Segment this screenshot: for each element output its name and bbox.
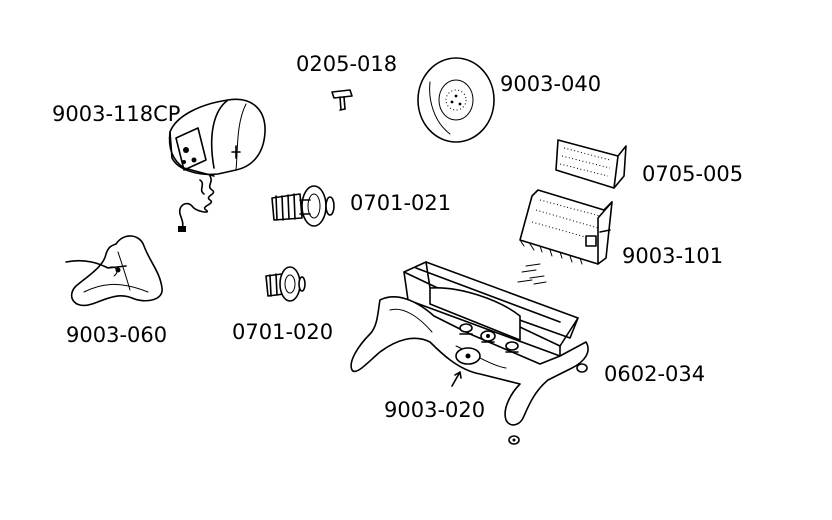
base-drawing — [350, 261, 589, 426]
screws-drawing — [517, 263, 547, 285]
tripod-drawing — [65, 235, 163, 307]
label-plate: 0705-005 — [642, 162, 744, 186]
label-base: 9003-020 — [384, 398, 486, 422]
label-tripod: 9003-060 — [66, 323, 168, 347]
label-motor: 9003-118CP — [52, 102, 181, 126]
foot-drawing — [508, 363, 588, 445]
large-impeller-drawing — [271, 185, 335, 227]
plate-drawing — [555, 139, 627, 189]
disc-drawing — [417, 57, 495, 143]
motor-housing-drawing — [168, 98, 266, 232]
label-large-impeller: 0701-021 — [350, 191, 452, 215]
small-impeller-drawing — [265, 266, 306, 302]
label-box: 9003-101 — [622, 244, 724, 268]
pin-drawing — [331, 89, 353, 111]
label-foot: 0602-034 — [604, 362, 706, 386]
label-pin: 0205-018 — [296, 52, 398, 76]
label-disc: 9003-040 — [500, 72, 602, 96]
box-drawing — [519, 189, 613, 265]
label-small-impeller: 0701-020 — [232, 320, 334, 344]
